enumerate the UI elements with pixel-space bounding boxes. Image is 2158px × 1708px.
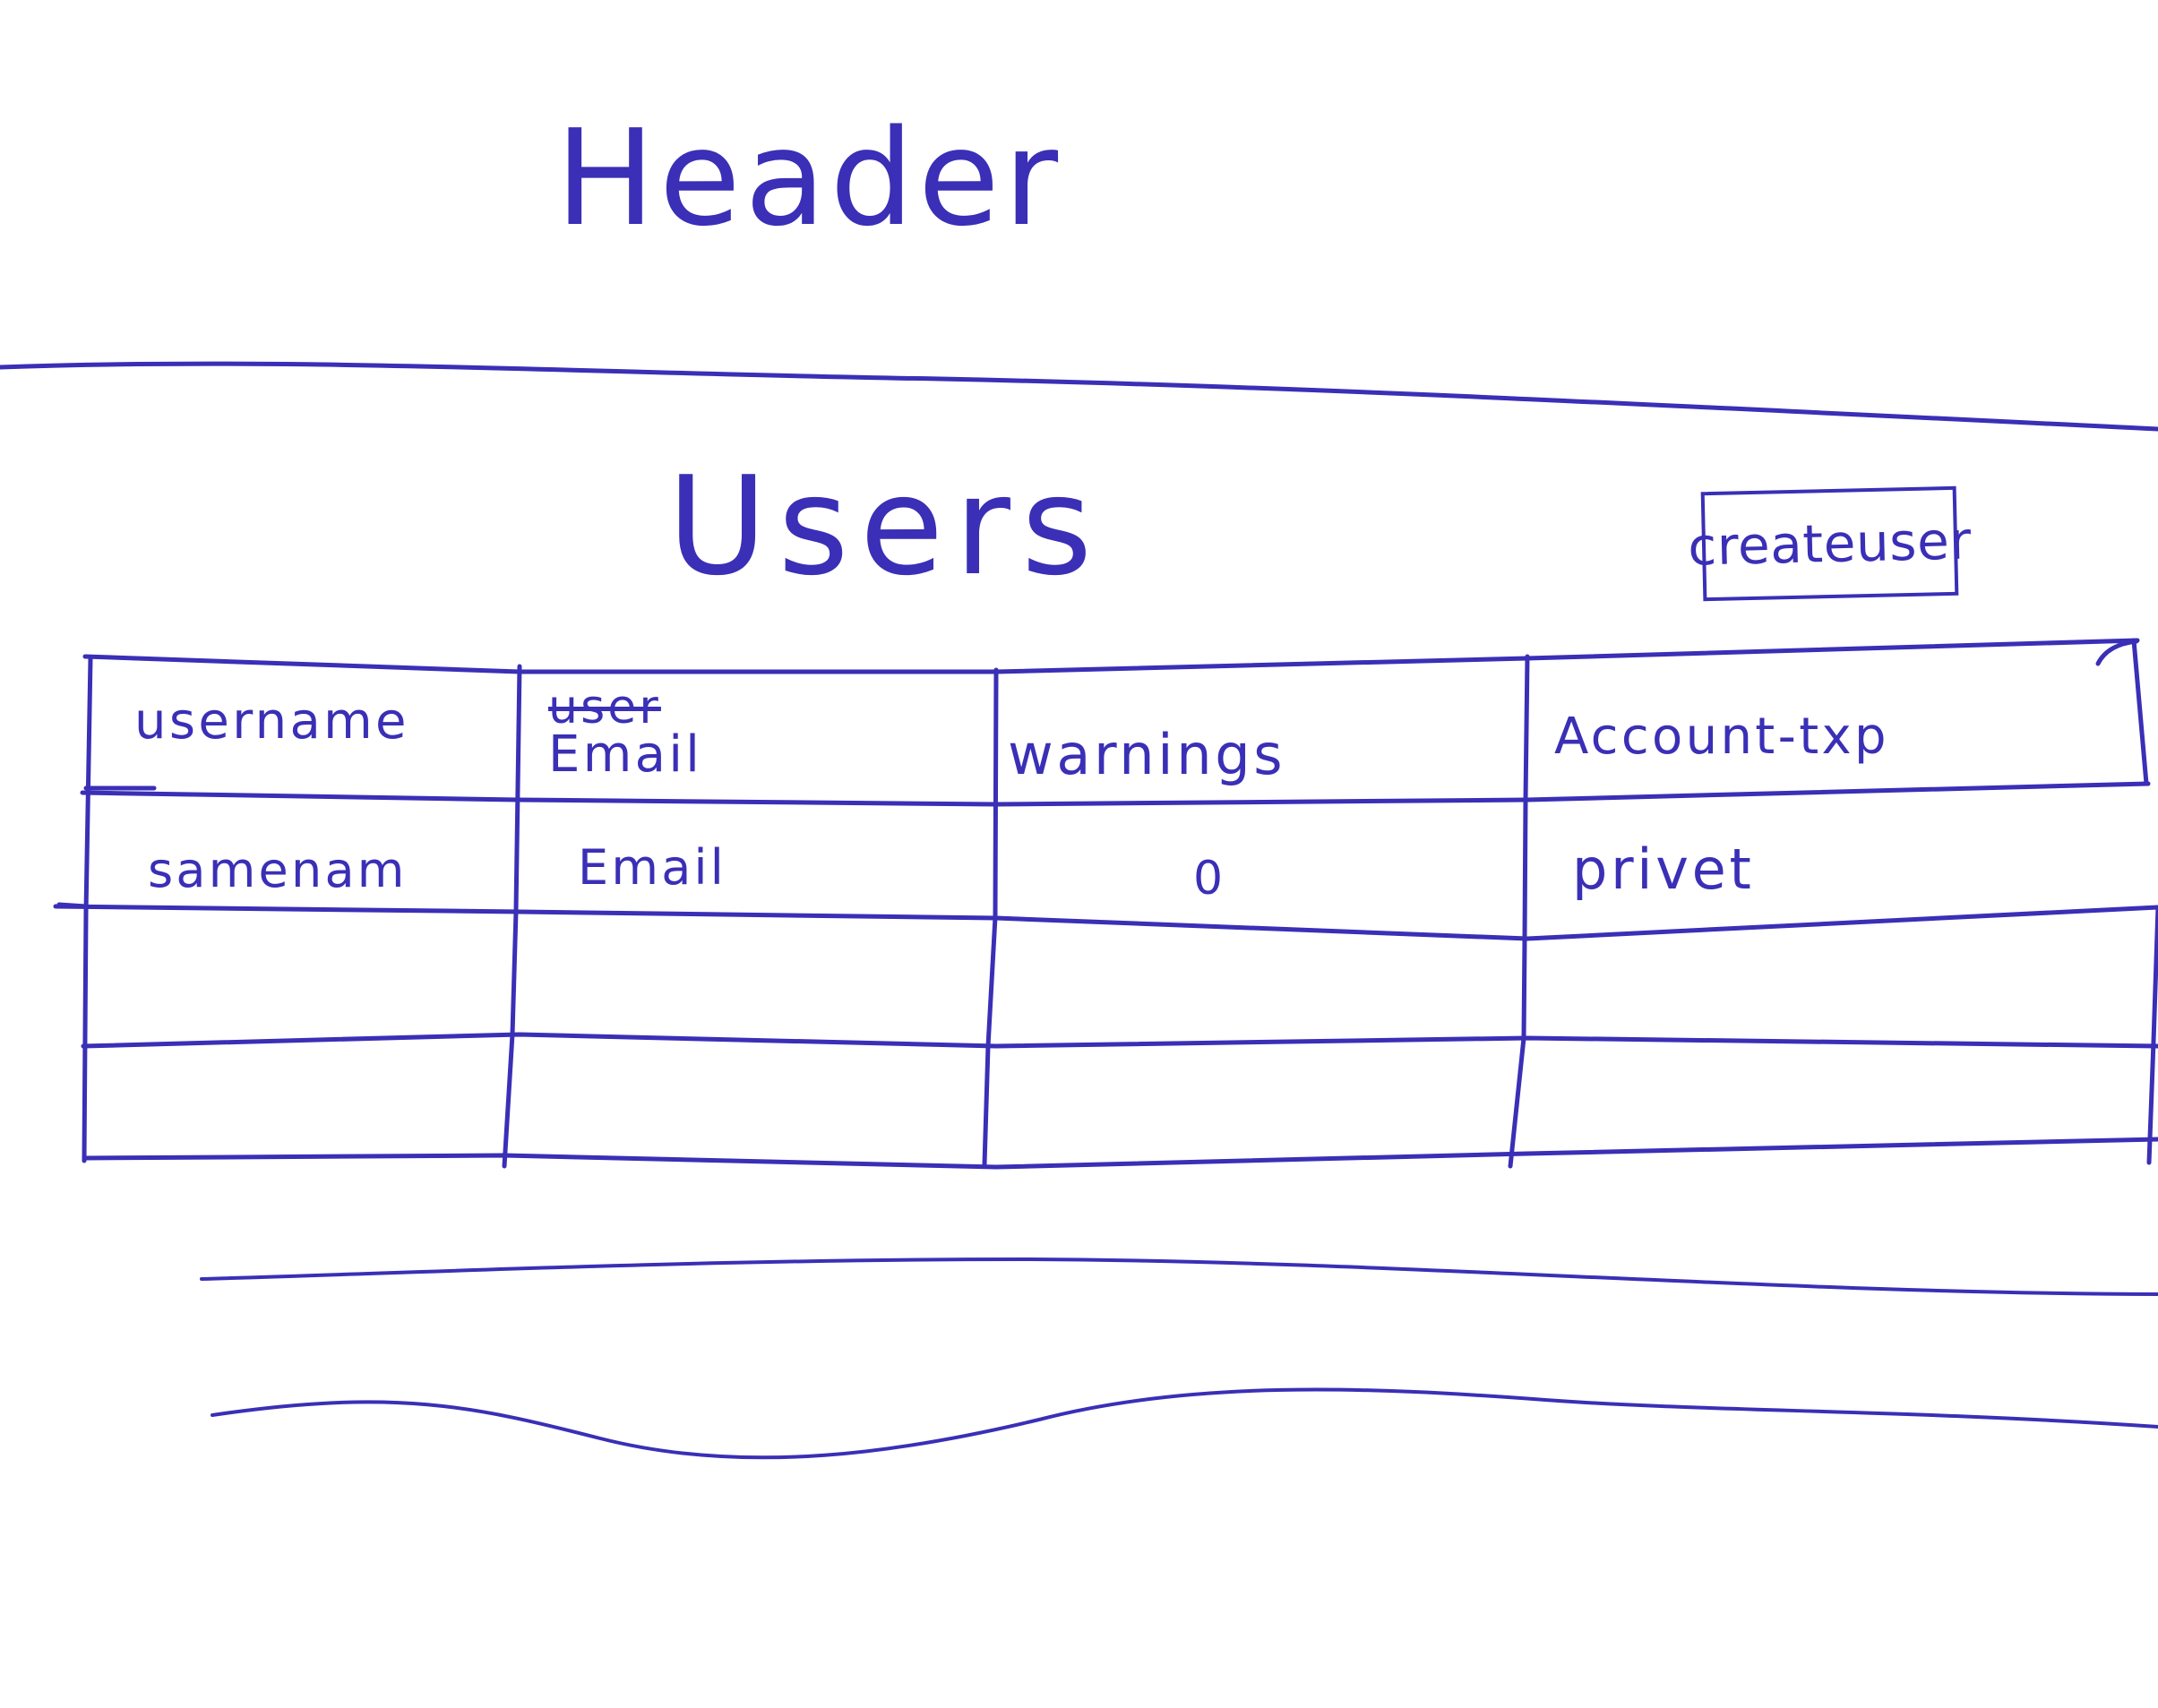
top-right-corner-hook <box>2095 639 2139 666</box>
create-user-button[interactable]: createuser <box>1688 485 1972 602</box>
column-header-email-struck-text: user <box>548 681 661 734</box>
table-bottom-border <box>82 1137 2158 1170</box>
table-divider-3 <box>1508 654 1530 1169</box>
table-right-border-lower <box>2146 905 2158 1165</box>
table-top-border <box>82 638 2140 674</box>
column-header-username: username <box>134 692 409 751</box>
header-divider <box>0 361 2158 432</box>
table-row1-bottom-border <box>53 904 2158 941</box>
table-cell-account-type: privet <box>1572 837 1755 902</box>
table-left-border <box>82 656 93 1163</box>
column-header-warnings: warnings <box>1008 722 1286 787</box>
table-cell-warnings: 0 <box>1193 852 1226 905</box>
lower-line-1 <box>200 1257 2158 1296</box>
table-divider-2 <box>982 667 999 1167</box>
page-title: Users <box>667 447 1104 605</box>
table-cell-email: Email <box>578 839 727 896</box>
left-row-tick <box>56 902 89 909</box>
lower-line-2 <box>211 1387 2158 1460</box>
page-header-label: Header <box>555 101 1062 255</box>
table-row2-bottom-border <box>81 1032 2158 1049</box>
column-header-email: Email <box>548 725 703 784</box>
table-divider-1 <box>502 664 522 1169</box>
column-header-account-type: Account-txp <box>1554 708 1889 766</box>
table-cell-username: samenam <box>148 842 408 898</box>
table-right-border <box>2131 638 2149 786</box>
